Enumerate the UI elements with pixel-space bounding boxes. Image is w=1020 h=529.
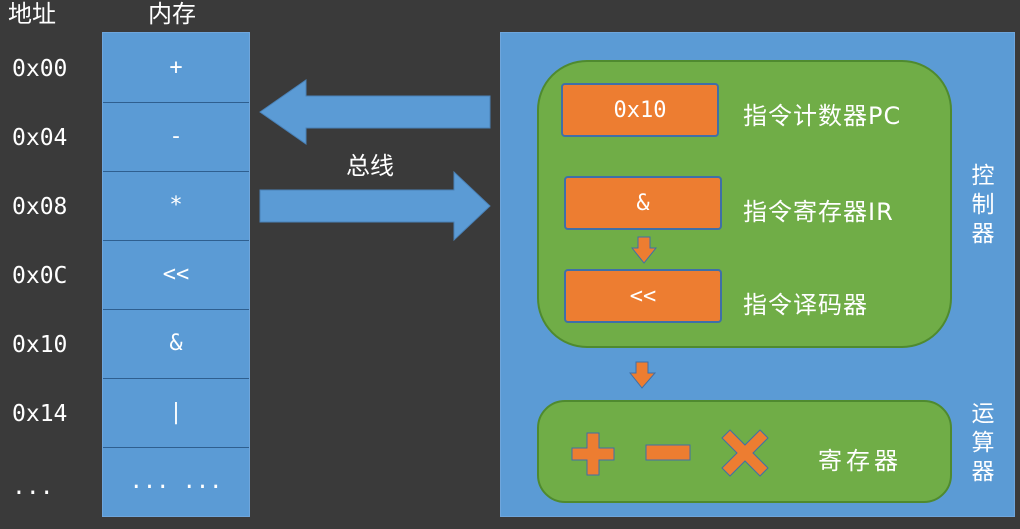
register-label: 寄存器 <box>818 447 902 475</box>
decoder-box: << <box>564 269 722 323</box>
address-label: 0x0C <box>12 263 68 289</box>
memory-cell: * <box>103 171 249 241</box>
bus-label: 总线 <box>346 152 394 180</box>
ir-label: 指令寄存器IR <box>743 198 894 226</box>
memory-cell: & <box>103 309 249 379</box>
decoder-label: 指令译码器 <box>743 291 868 319</box>
bus-arrow-right-icon <box>259 170 491 242</box>
memory-header: 内存 <box>148 0 196 28</box>
ir-box: & <box>564 176 722 230</box>
address-label: 0x14 <box>12 401 68 427</box>
bus-arrow-left-icon <box>259 79 491 145</box>
down-arrow-icon <box>629 361 657 389</box>
memory-cell: << <box>103 240 249 310</box>
pc-label: 指令计数器PC <box>743 102 902 130</box>
memory-column: + - * << & | ... ... <box>102 32 250 517</box>
down-arrow-icon <box>631 236 657 264</box>
address-header: 地址 <box>8 0 56 28</box>
memory-cell: | <box>103 378 249 448</box>
address-label: 0x10 <box>12 332 68 358</box>
alu-side-label: 运算器 <box>971 401 995 485</box>
address-label: 0x08 <box>12 194 68 220</box>
multiply-icon <box>721 429 769 477</box>
pc-box: 0x10 <box>561 83 719 137</box>
minus-icon <box>645 444 691 461</box>
address-label: 0x00 <box>12 56 68 82</box>
memory-cell: - <box>103 102 249 172</box>
memory-cell: ... ... <box>129 469 223 494</box>
plus-icon <box>571 432 615 476</box>
address-label: ... <box>12 474 54 500</box>
address-label: 0x04 <box>12 125 68 151</box>
memory-cell: + <box>103 33 249 103</box>
controller-side-label: 控制器 <box>971 163 995 247</box>
